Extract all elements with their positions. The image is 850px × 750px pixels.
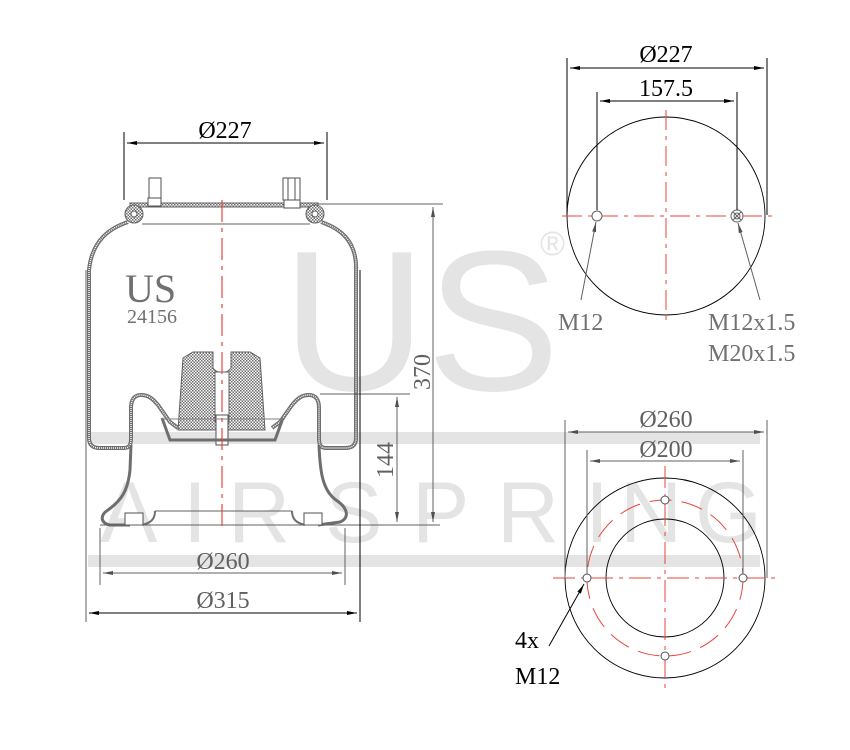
bolt-hole <box>582 573 592 583</box>
m12-hole <box>591 210 603 222</box>
dim-stud-spacing: 157.5 <box>639 76 693 102</box>
dim-top-outer-diameter: Ø227 <box>639 42 692 68</box>
bellows-left-wall <box>87 220 180 450</box>
watermark-bar-bottom <box>88 555 760 567</box>
watermark-letter: N <box>620 465 682 561</box>
label-bolt-size: M12 <box>515 664 560 690</box>
piston-right <box>317 444 348 527</box>
dim-bottom-outer-diameter: Ø260 <box>639 407 692 433</box>
top-view: Ø227 157.5 M12 M12x1.5 M20x1.5 <box>558 42 795 367</box>
dim-bolt-circle-diameter: Ø200 <box>639 437 692 463</box>
watermark-brand: US <box>282 210 560 433</box>
watermark-letter: G <box>695 465 762 561</box>
bolt-hole <box>738 573 748 583</box>
watermark-letter: I <box>585 465 609 561</box>
bottom-view: Ø260 Ø200 4x M12 <box>515 407 778 690</box>
side-view: US 24156 Ø227 370 144 Ø260 Ø315 <box>85 118 443 622</box>
watermark-letter: P <box>412 465 469 561</box>
piston-bolt-right <box>303 512 323 526</box>
left-stud <box>148 177 162 199</box>
dim-top-plate-diameter: Ø227 <box>198 118 251 144</box>
watermark-letter: R <box>228 465 290 561</box>
right-stud <box>282 177 301 201</box>
product-brand: US <box>125 266 176 311</box>
watermark-letter: R <box>497 465 559 561</box>
dim-piston-height: 144 <box>373 442 399 478</box>
watermark: US ® A I R S P R I N G <box>88 210 762 567</box>
dim-total-height: 370 <box>410 354 436 390</box>
dim-piston-diameter: Ø260 <box>196 549 249 575</box>
piston-left <box>100 444 133 527</box>
label-bolt-count: 4x <box>515 628 539 654</box>
dim-max-diameter: Ø315 <box>196 588 249 614</box>
bolt-hole <box>660 495 670 505</box>
label-m12: M12 <box>558 310 603 336</box>
bolt-hole <box>660 651 670 661</box>
watermark-letter: I <box>183 465 207 561</box>
registered-mark: ® <box>540 225 565 263</box>
label-m12x1-5: M12x1.5 <box>708 310 795 336</box>
watermark-letter: S <box>325 465 382 561</box>
label-m20x1-5: M20x1.5 <box>708 341 795 367</box>
piston-bolt-left <box>124 512 144 526</box>
part-number: 24156 <box>127 306 177 328</box>
